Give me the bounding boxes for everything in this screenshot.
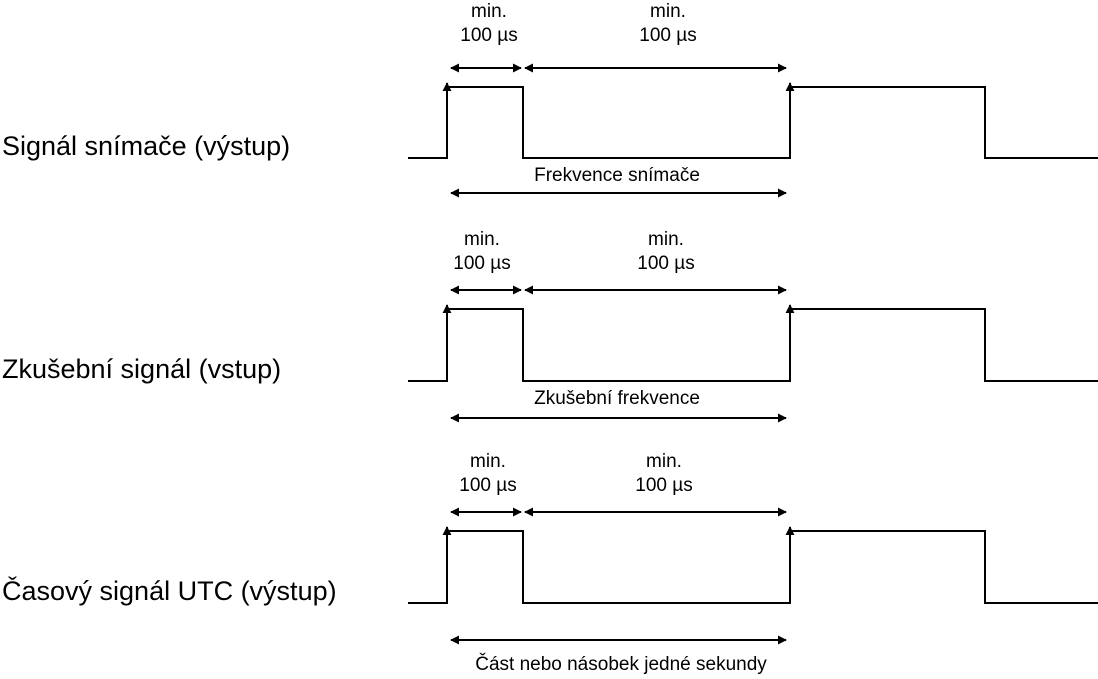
- square-wave: [408, 86, 1098, 159]
- period-label: Zkušební frekvence: [530, 388, 704, 410]
- min-text: min.: [471, 1, 507, 22]
- duration-text: 100 µs: [639, 25, 697, 46]
- min-duration-label: min. 100 µs: [637, 228, 694, 276]
- min-duration-label: min. 100 µs: [453, 228, 510, 276]
- duration-text: 100 µs: [453, 253, 511, 274]
- duration-text: 100 µs: [459, 475, 517, 496]
- duration-text: 100 µs: [635, 475, 693, 496]
- min-text: min.: [650, 1, 686, 22]
- square-wave: [408, 308, 1098, 382]
- square-wave: [408, 530, 1098, 604]
- signal-label: Časový signál UTC (výstup): [2, 576, 337, 606]
- min-duration-label: min. 100 µs: [459, 450, 516, 498]
- min-text: min.: [648, 229, 684, 250]
- period-label: Část nebo násobek jedné sekundy: [471, 654, 771, 676]
- signal-row-1: [408, 63, 1098, 198]
- duration-text: 100 µs: [460, 25, 518, 46]
- signal-row-2: [408, 285, 1098, 423]
- min-text: min.: [646, 451, 682, 472]
- duration-text: 100 µs: [637, 253, 695, 274]
- min-duration-label: min. 100 µs: [639, 0, 696, 48]
- min-duration-label: min. 100 µs: [635, 450, 692, 498]
- min-duration-label: min. 100 µs: [460, 0, 517, 48]
- signal-label: Signál snímače (výstup): [2, 131, 291, 161]
- signal-label: Zkušební signál (vstup): [2, 354, 282, 384]
- min-text: min.: [470, 451, 506, 472]
- min-text: min.: [464, 229, 500, 250]
- period-label: Frekvence snímače: [530, 165, 704, 187]
- signal-row-3: [408, 507, 1098, 645]
